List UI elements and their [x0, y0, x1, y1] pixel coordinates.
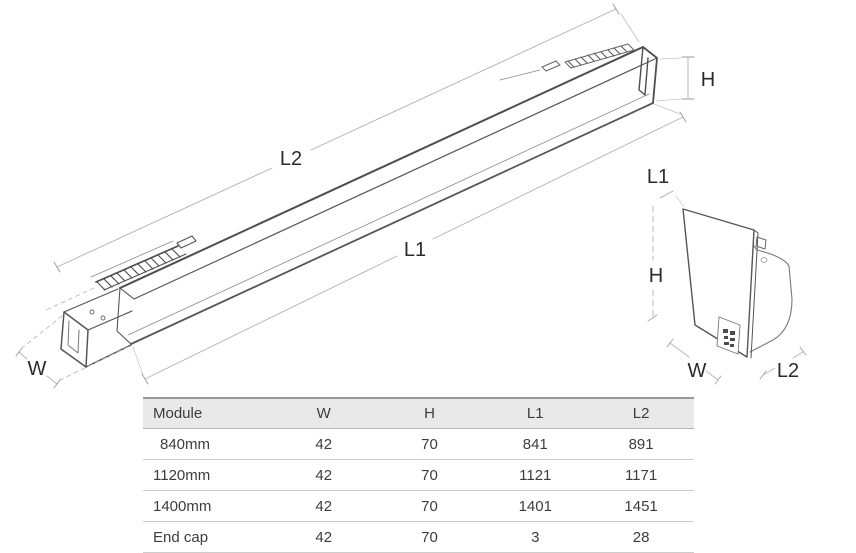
main-isometric-view: L2 L1 H W [15, 3, 715, 389]
endcap-view: L1 H W L2 [647, 166, 807, 385]
dim-endcap [647, 190, 807, 385]
cell-module: 840mm [143, 428, 271, 460]
col-header-h: H [376, 398, 483, 429]
cell-h: 70 [376, 490, 483, 522]
cell-w: 42 [270, 490, 377, 522]
construction-lines [21, 287, 129, 382]
cell-h: 70 [376, 459, 483, 491]
cell-module: End cap [153, 528, 209, 546]
main-h-label: H [701, 69, 715, 91]
main-l2-label: L2 [280, 148, 302, 170]
table-row: 840mm 42 70 841 891 [143, 428, 694, 460]
cell-l1: 1401 [482, 490, 589, 522]
spec-table: Module W H L1 L2 840mm 42 70 841 891 112… [143, 397, 694, 553]
col-header-l2: L2 [588, 398, 694, 429]
dim-w-main [15, 347, 61, 389]
cell-h: 70 [376, 428, 483, 460]
cell-l2: 1171 [588, 459, 694, 491]
endcap-w-label: W [688, 360, 707, 382]
col-header-l1: L1 [482, 398, 589, 429]
cell-l1: 841 [482, 428, 589, 460]
cell-l2: 1451 [588, 490, 694, 522]
dim-l1-main [141, 111, 687, 385]
endfeed-hatching [567, 45, 628, 68]
cell-w: 42 [270, 428, 377, 460]
dimension-diagram-svg: L2 L1 H W [15, 3, 807, 389]
dim-l2-main [53, 3, 620, 273]
cell-l2: 891 [588, 428, 694, 460]
dim-h-main [681, 56, 695, 100]
cell-l1: 3 [531, 528, 540, 546]
cell-l1: 1121 [482, 459, 589, 491]
spec-table-container: Module W H L1 L2 840mm 42 70 841 891 112… [143, 397, 694, 553]
cell-module: 1400mm [143, 490, 271, 522]
cell-w: 42 [315, 528, 333, 546]
cell-h: 70 [421, 528, 438, 546]
table-row: End cap 42 70 3 28 [143, 522, 694, 553]
col-header-module: Module [143, 398, 271, 429]
technical-drawing: L2 L1 H W [15, 3, 807, 389]
cell-module: 1120mm [143, 459, 271, 491]
cell-l2: 28 [632, 528, 650, 546]
cell-w: 42 [270, 459, 377, 491]
endcap-l1-label: L1 [647, 166, 669, 188]
endcap-l2-label: L2 [777, 360, 799, 382]
table-row: 1120mm 42 70 1121 1171 [143, 459, 694, 491]
main-w-label: W [28, 358, 47, 380]
spec-table-header-row: Module W H L1 L2 [143, 398, 694, 429]
product-sticker [716, 316, 741, 355]
main-l1-label: L1 [404, 239, 426, 261]
sticker-print [723, 329, 735, 347]
table-row: 1400mm 42 70 1401 1451 [143, 490, 694, 522]
track-hatching [96, 248, 181, 291]
col-header-w: W [270, 398, 377, 429]
endcap-h-label: H [649, 265, 663, 287]
